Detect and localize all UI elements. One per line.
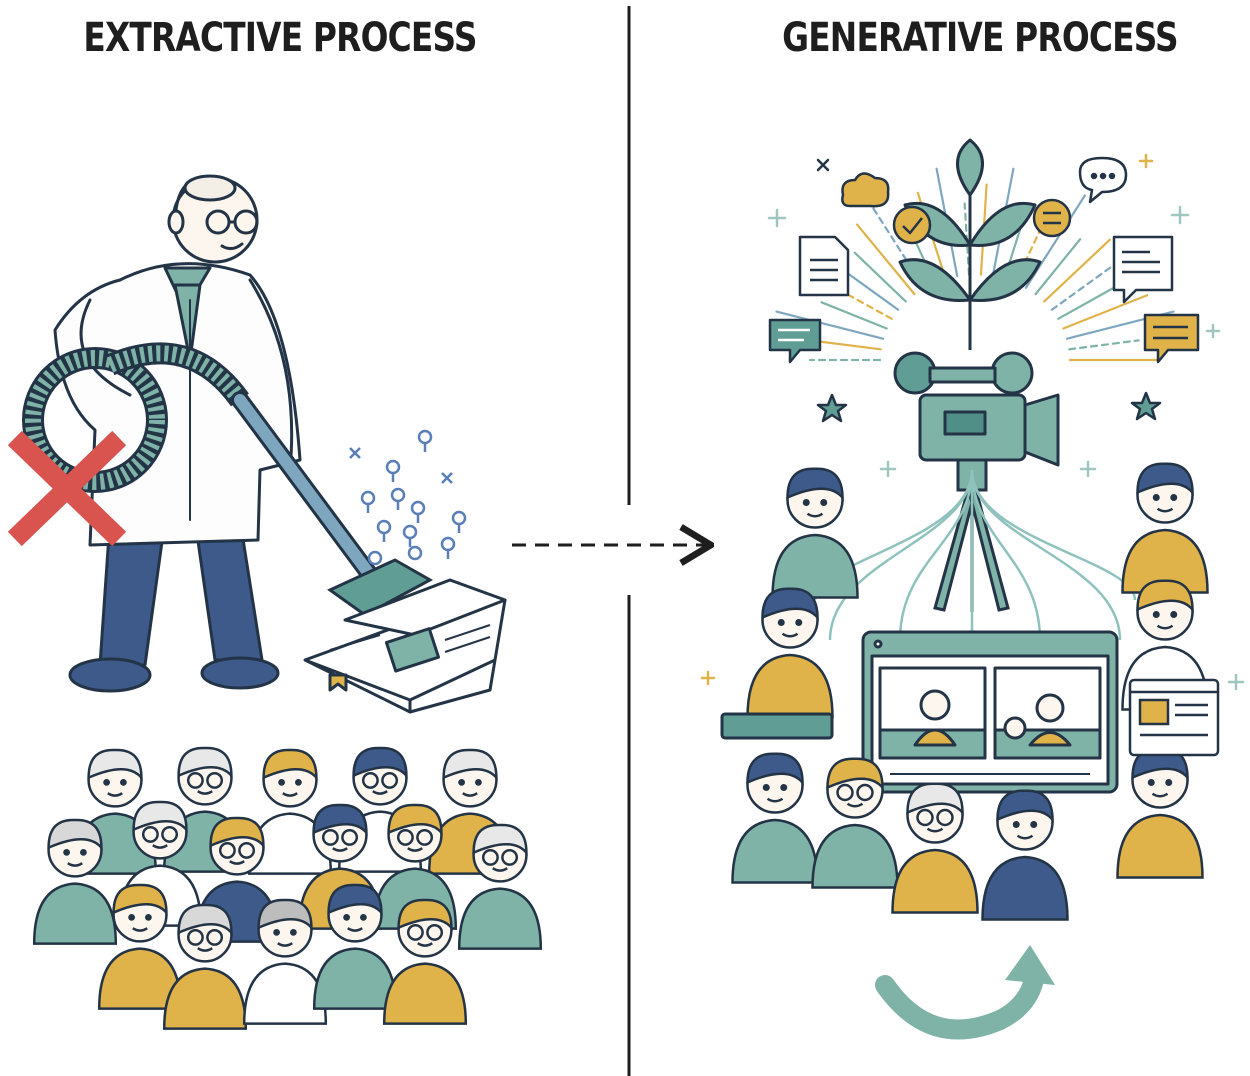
participant (1116, 747, 1204, 879)
generative-process-title: GENERATIVE PROCESS (782, 15, 1179, 61)
vacuum-hose (22, 342, 434, 617)
crowd-group (32, 746, 543, 1030)
flow-lines (813, 469, 1137, 641)
red-x-icon (7, 430, 127, 547)
browser-card-icon (1128, 678, 1220, 757)
screen-icon (861, 630, 1119, 794)
participant (731, 752, 819, 884)
floating-icons (768, 156, 1200, 423)
plant-icon (898, 138, 1042, 350)
participant (891, 782, 979, 914)
extraction-particles (349, 429, 467, 566)
participant (746, 587, 834, 719)
sparkles (700, 153, 1245, 691)
crowd-person (162, 903, 248, 1030)
laptop-icon (720, 712, 834, 740)
participants-group (731, 462, 1209, 921)
book-icon (303, 578, 507, 714)
crowd-person (382, 898, 468, 1025)
participant (811, 757, 899, 889)
cycle-arrow-icon (875, 945, 1055, 1040)
crowd-person (312, 883, 398, 1010)
participant (981, 789, 1069, 921)
crowd-person (457, 823, 543, 950)
crowd-person (97, 883, 183, 1010)
participant (771, 467, 859, 599)
participant (1121, 462, 1209, 594)
video-camera-icon (893, 351, 1060, 467)
extractive-process-title: EXTRACTIVE PROCESS (83, 15, 477, 61)
